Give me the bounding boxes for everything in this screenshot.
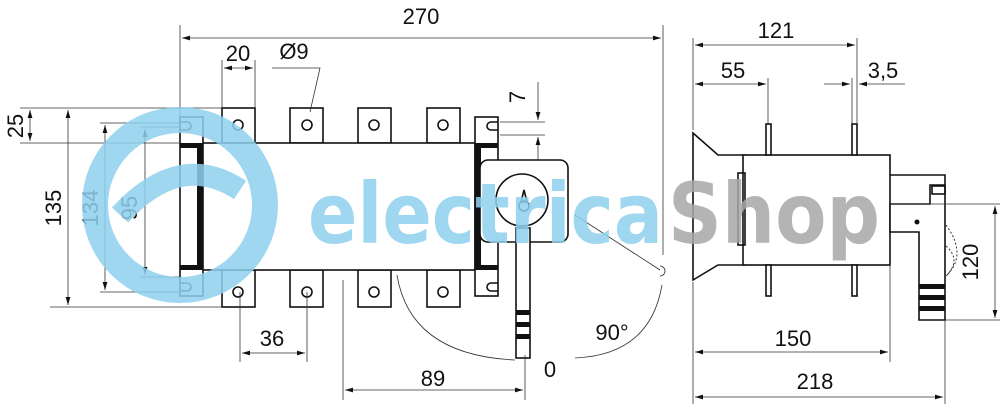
dim-handle-height: 120	[958, 244, 983, 281]
dim-pin-width: 3,5	[868, 58, 899, 83]
dim-depth-top: 121	[758, 18, 795, 43]
terminals-top	[221, 107, 461, 144]
dim-body-depth: 150	[775, 326, 812, 351]
label-position-zero: 0	[544, 357, 556, 382]
watermark-text-electrica: electrica	[308, 165, 663, 263]
watermark-logo: electrica Shop	[82, 107, 880, 303]
terminals-bottom	[221, 269, 461, 308]
dim-hole-diameter: Ø9	[279, 39, 308, 64]
dim-overall-depth: 218	[797, 369, 834, 394]
dim-pitch: 36	[260, 326, 284, 351]
side-view: 121 55 3,5 150 218 120	[692, 18, 1000, 404]
label-angle: 90°	[595, 320, 628, 345]
dim-height-outer: 135	[41, 190, 66, 227]
dim-pin-offset: 55	[721, 58, 745, 83]
side-body	[742, 154, 891, 266]
dim-handle-gap: 7	[505, 91, 530, 103]
dim-terminal-offset: 25	[3, 114, 28, 138]
dim-handle-offset: 89	[421, 366, 445, 391]
dim-overall-width: 270	[403, 4, 440, 29]
dim-terminal-width: 20	[226, 41, 250, 66]
watermark-text-shop: Shop	[668, 165, 880, 263]
